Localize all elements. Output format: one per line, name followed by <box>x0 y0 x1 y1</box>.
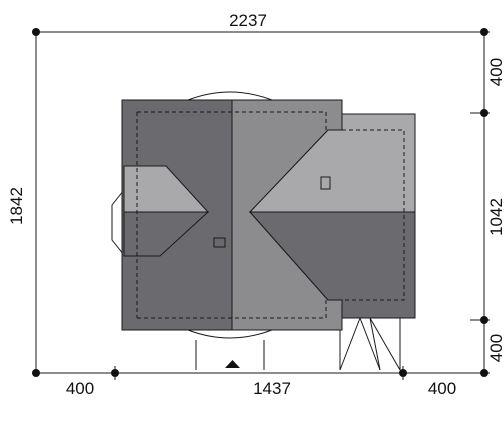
terrace-brace-d <box>369 317 401 371</box>
dim-bottom-middle: 1437 <box>253 379 291 398</box>
roof-right-lower-plane <box>248 211 416 319</box>
terrace-brace-c <box>369 317 381 371</box>
dormer-lower-plane <box>123 211 210 257</box>
chimney-left <box>213 237 226 248</box>
chimney-right <box>320 176 331 190</box>
dim-bottom-right: 400 <box>428 379 456 398</box>
dim-top-total: 2237 <box>229 11 267 30</box>
wing-wall-dashed <box>342 129 405 301</box>
terrace-brace-a <box>339 317 361 371</box>
triangle-arrow-icon <box>225 360 240 368</box>
terrace-brace-b <box>359 317 381 371</box>
wall-lines <box>136 111 405 319</box>
dim-left-total: 1842 <box>7 187 26 225</box>
dim-bottom-left: 400 <box>66 379 94 398</box>
bottom-bay-outline <box>187 329 273 339</box>
dim-right-bottom: 400 <box>487 334 504 362</box>
dimension-dots <box>32 28 488 377</box>
dim-right-top: 400 <box>487 58 504 86</box>
dim-right-middle: 1042 <box>487 198 504 236</box>
top-bay-outline <box>187 91 273 101</box>
roof <box>121 99 416 331</box>
porch-outlines <box>111 91 401 371</box>
outer-wall-dashed <box>137 111 327 130</box>
